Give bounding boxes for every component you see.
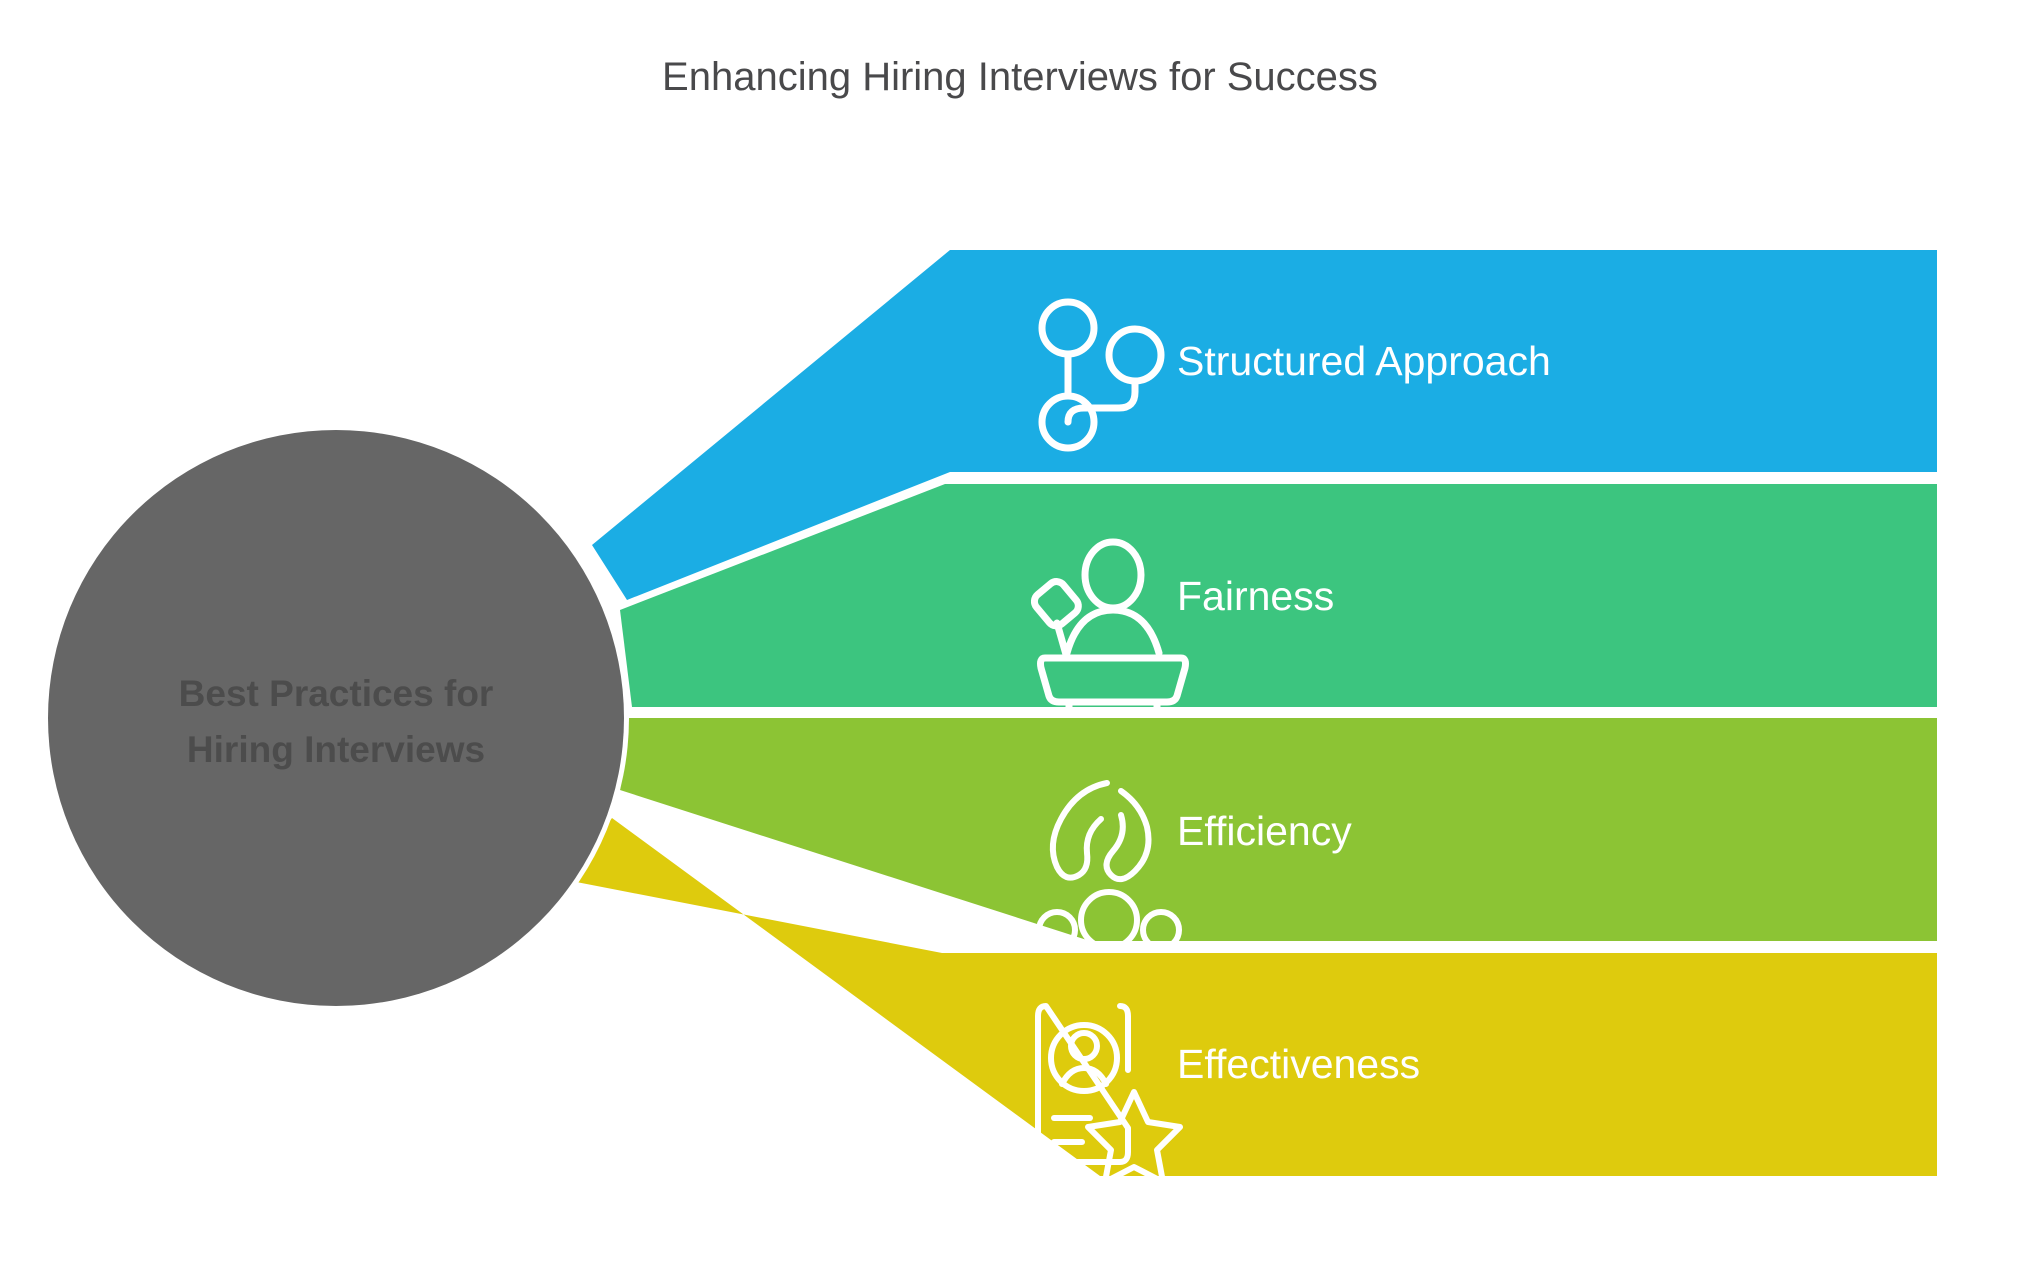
branch-band-1[interactable] (592, 250, 1937, 600)
branch-2-icon (1030, 538, 1189, 726)
branch-row-fairness[interactable]: Fairness (620, 484, 1937, 726)
hub-label-line-1: Best Practices for (179, 673, 494, 714)
branch-4-icon (1035, 1003, 1183, 1185)
branch-4-label: Effectiveness (1177, 1041, 1420, 1087)
hub-circle[interactable] (48, 430, 624, 1006)
hub-node[interactable]: Best Practices for Hiring Interviews (43, 425, 629, 1011)
branch-2-label: Fairness (1177, 573, 1334, 619)
hub-label-line-2: Hiring Interviews (187, 729, 485, 770)
branch-3-label: Efficiency (1177, 808, 1352, 854)
branch-band-3[interactable] (620, 718, 1937, 941)
page-title: Enhancing Hiring Interviews for Success (662, 55, 1378, 99)
branch-1-label: Structured Approach (1177, 338, 1551, 384)
branch-1-icon (1038, 298, 1165, 452)
branch-row-efficiency[interactable]: Efficiency (620, 718, 1937, 986)
branch-band-2[interactable] (620, 484, 1937, 707)
branch-band-4[interactable] (566, 818, 1937, 1176)
branch-row-structured-approach[interactable]: Structured Approach (592, 250, 1937, 600)
branch-row-effectiveness[interactable]: Effectiveness (566, 818, 1937, 1185)
